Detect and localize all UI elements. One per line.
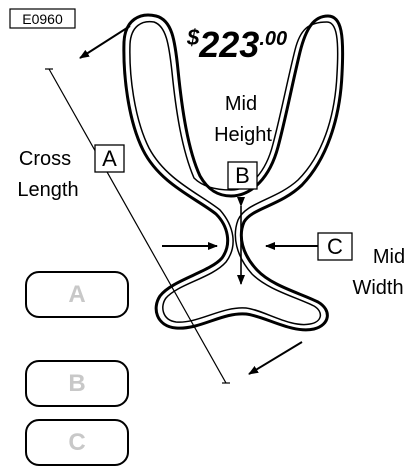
label-b-line1: Mid (225, 93, 257, 115)
label-c-letter: C (327, 234, 343, 259)
price-cents: .00 (259, 28, 287, 50)
input-b[interactable]: B (25, 360, 129, 407)
label-b-line2: Height (214, 124, 272, 146)
pad-outline-outer (122, 13, 345, 332)
arrow-bottom-right (248, 341, 303, 375)
label-c: C Mid Width (317, 232, 405, 299)
input-c-placeholder: C (68, 428, 86, 456)
pad-outline-inner (129, 20, 339, 326)
input-c[interactable]: C (25, 419, 129, 466)
label-b: Mid Height B (214, 93, 272, 190)
input-b-placeholder: B (68, 369, 86, 397)
product-code: E0960 (22, 11, 63, 27)
label-c-line1: Mid (373, 246, 405, 268)
label-c-line2: Width (352, 277, 403, 299)
input-a-placeholder: A (68, 280, 86, 308)
label-a-letter: A (102, 146, 117, 171)
price-whole: 223 (198, 24, 259, 65)
label-a-line1: Cross (19, 148, 71, 170)
price: $223.00 (186, 24, 287, 65)
price-currency: $ (186, 25, 200, 50)
label-b-letter: B (235, 163, 250, 188)
arrow-top-left (79, 25, 131, 59)
input-a[interactable]: A (25, 271, 129, 318)
label-a: A Cross Length (17, 144, 125, 201)
product-code-box: E0960 (9, 8, 76, 29)
cross-length-line (48, 68, 227, 384)
label-a-line2: Length (17, 179, 78, 201)
